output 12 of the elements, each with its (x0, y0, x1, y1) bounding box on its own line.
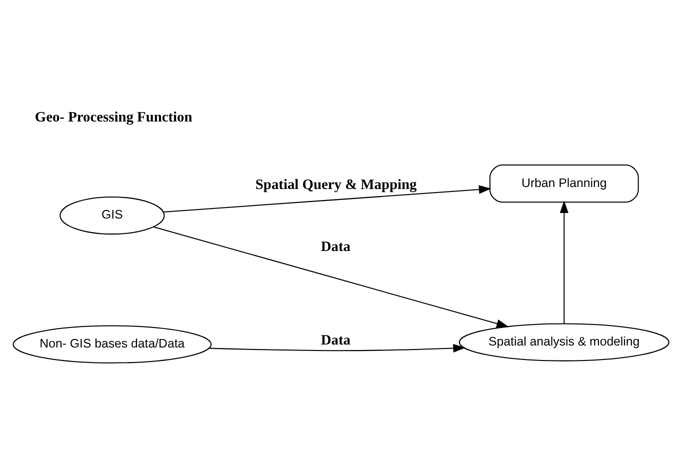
edge-label: Data (320, 332, 350, 349)
node-ellipse: Non- GIS bases data/Data (12, 325, 212, 364)
arrow (209, 344, 466, 353)
label: Geo- Processing Function (34, 109, 192, 126)
node-ellipse: Spatial analysis & modeling (458, 323, 670, 362)
node-ellipse: GIS (60, 196, 165, 235)
edge-label: Data (320, 238, 350, 255)
arrow (163, 185, 492, 212)
edge-label: Spatial Query & Mapping (255, 176, 417, 193)
arrow (153, 226, 509, 328)
node-box: Urban Planning (489, 164, 639, 203)
arrow (560, 200, 568, 324)
